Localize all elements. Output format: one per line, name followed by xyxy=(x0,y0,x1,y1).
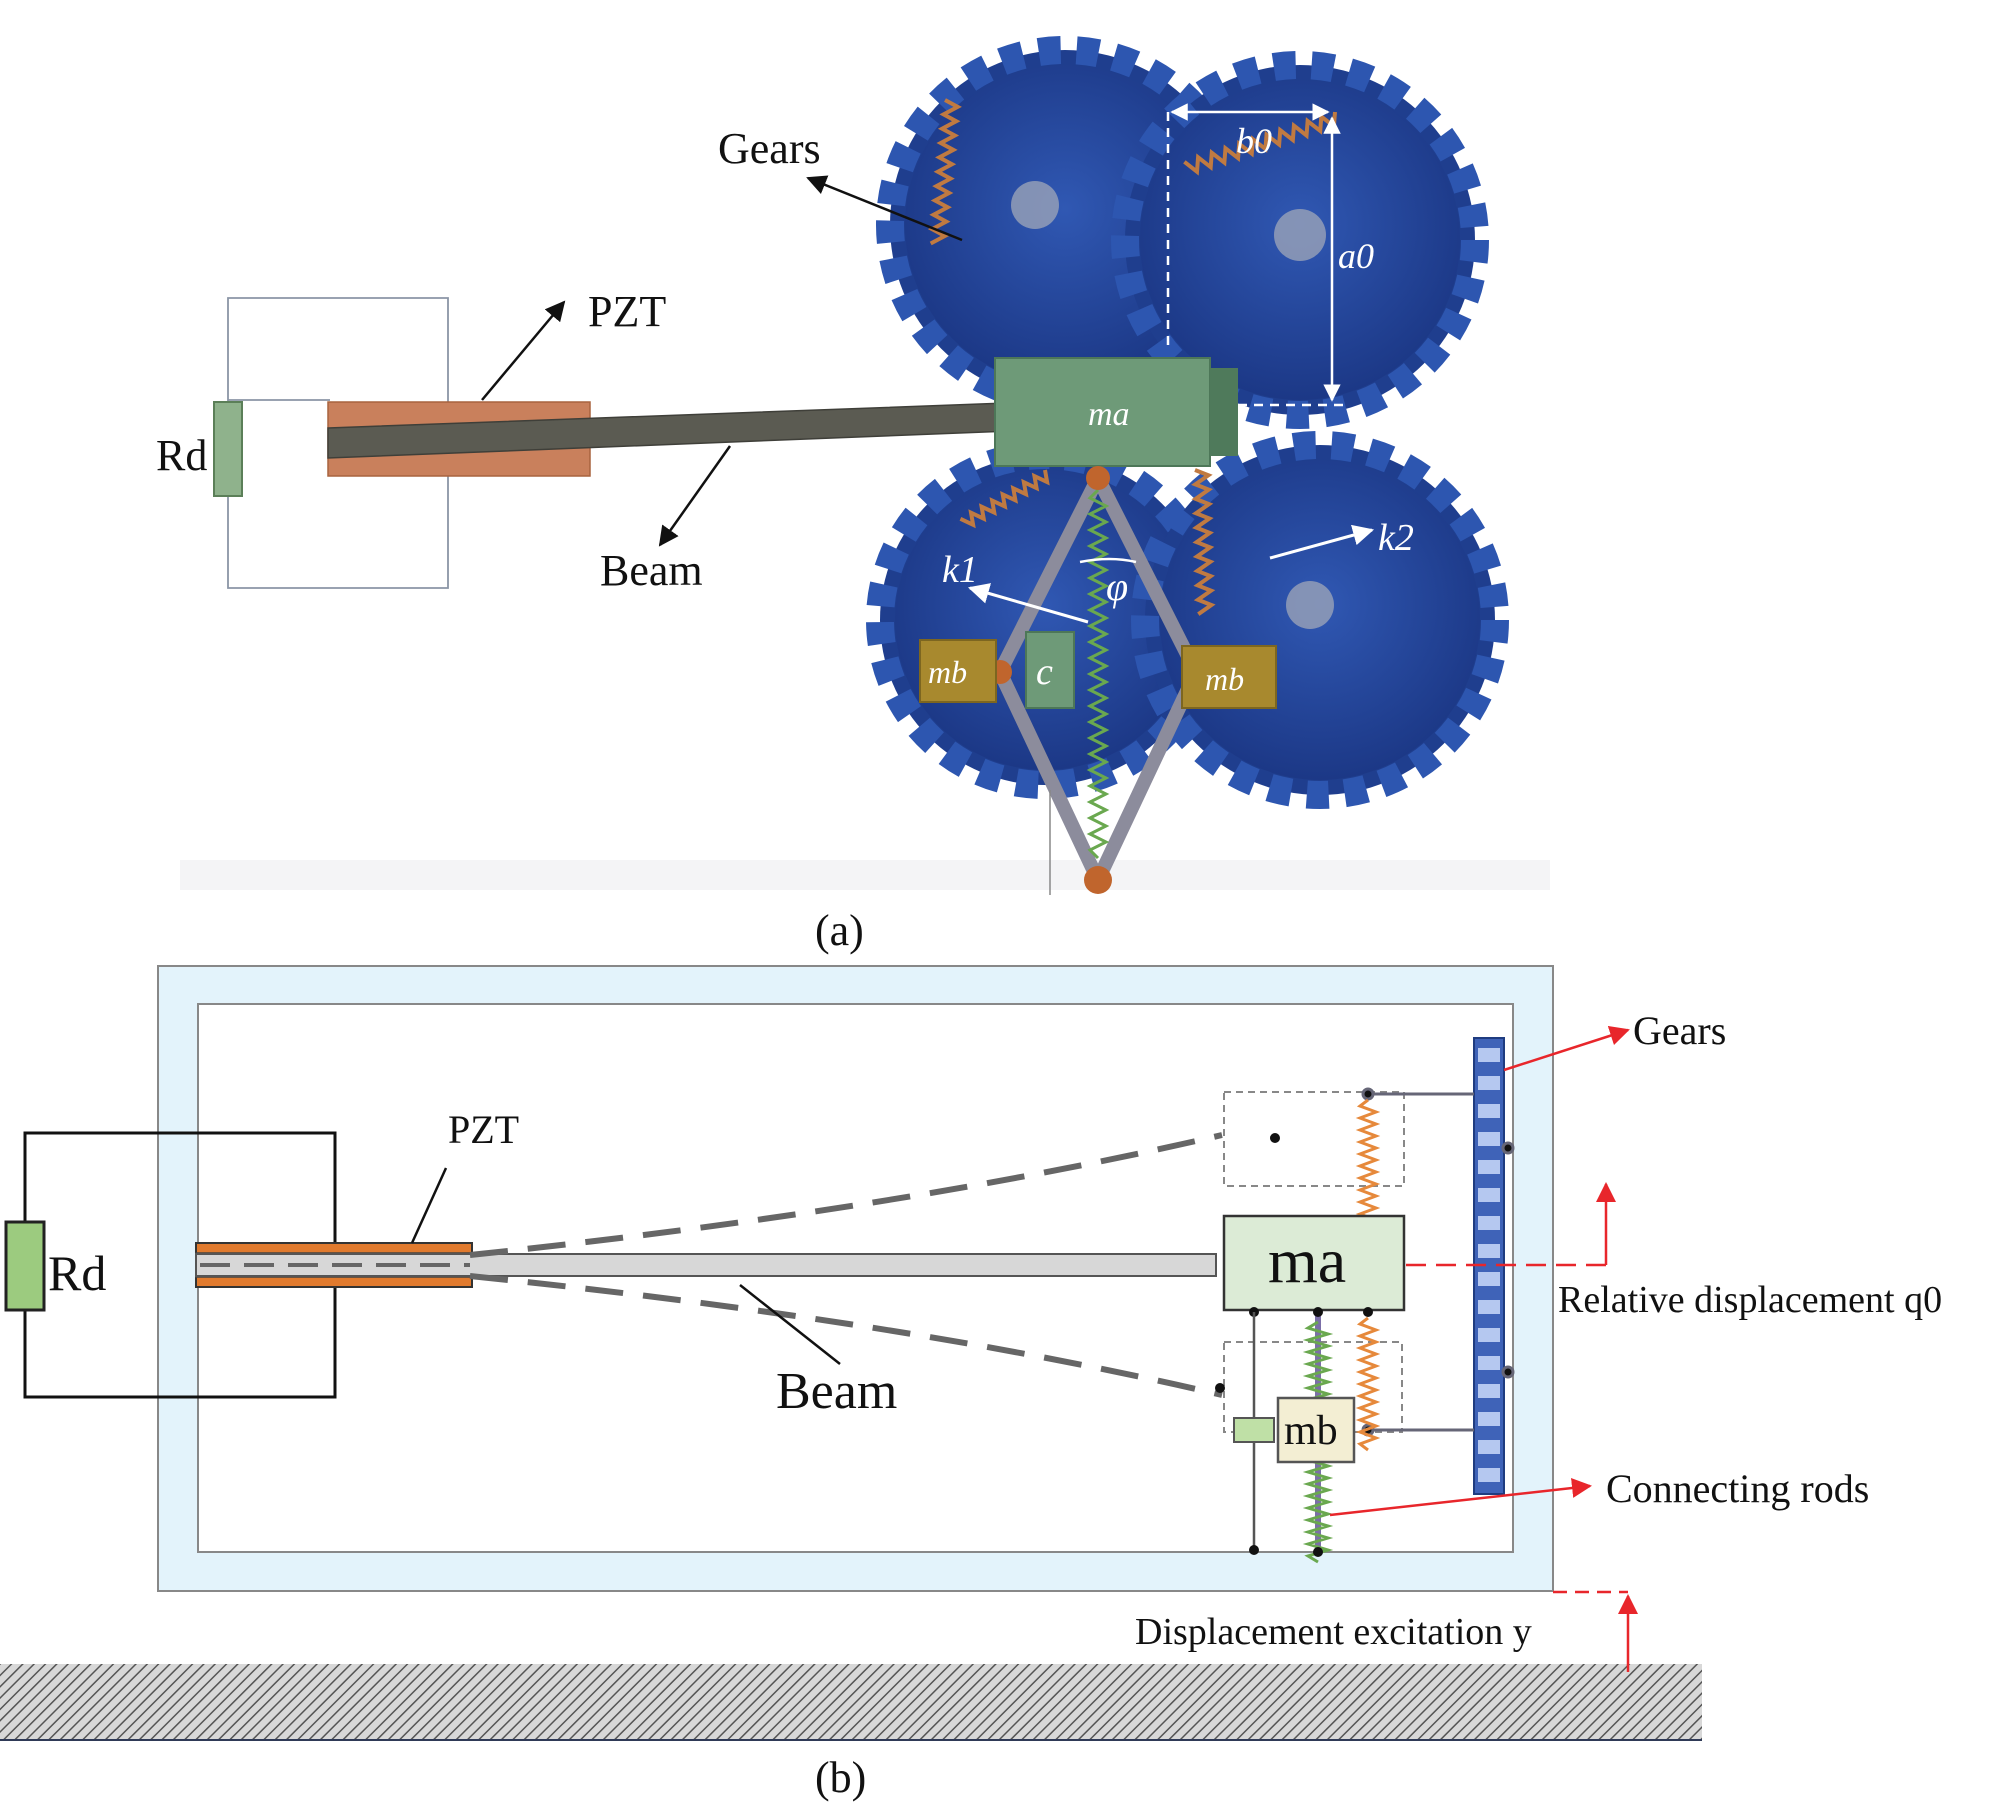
spring-lower-left xyxy=(959,469,1050,529)
beam-pointer-b xyxy=(739,1284,841,1365)
panel-b: Rd PZT Beam ma mb Gears Relative displac… xyxy=(0,965,1942,1802)
beam-assembly-a xyxy=(327,401,1036,477)
beam-b xyxy=(195,1253,1217,1277)
gears-pointer-b xyxy=(1503,1026,1630,1072)
mass-b-right-label: mb xyxy=(1205,661,1244,697)
relative-displacement-label: Relative displacement q0 xyxy=(1558,1279,1942,1321)
beam-deflection-lower xyxy=(469,1273,1223,1398)
spring-orange-upper xyxy=(1355,1098,1381,1234)
pzt-pointer-a xyxy=(481,300,566,401)
resistor-label-b: Rd xyxy=(48,1245,106,1301)
k1-label: k1 xyxy=(942,549,978,591)
dimension-lines xyxy=(1166,103,1345,407)
mass-b-box-b xyxy=(1276,1396,1356,1464)
panel-a: Gears PZT Rd Beam ma b0 a0 k2 k1 φ mb c … xyxy=(156,36,1550,955)
b0-label: b0 xyxy=(1236,121,1272,161)
mass-a-label-b: ma xyxy=(1268,1225,1346,1296)
mass-b-left-label: mb xyxy=(928,654,967,690)
displacement-excitation-label: Displacement excitation y xyxy=(1135,1611,1532,1653)
resistor-label-a: Rd xyxy=(156,431,207,480)
phi-arc xyxy=(1079,557,1137,564)
gears-label-a: Gears xyxy=(718,124,821,173)
spring-upper-right xyxy=(1183,111,1337,176)
mass-b-right-block xyxy=(1181,645,1277,709)
caption-a: (a) xyxy=(815,906,864,955)
circuit-a xyxy=(213,297,449,589)
a0-label: a0 xyxy=(1338,236,1374,276)
spring-orange-lower xyxy=(1355,1316,1381,1452)
damper-b xyxy=(1233,1312,1275,1555)
beam-label-a: Beam xyxy=(600,546,703,595)
connecting-rods-pointer-b xyxy=(1329,1478,1592,1517)
k1-pointer xyxy=(967,583,1089,624)
ghost-box-upper xyxy=(1223,1091,1405,1187)
pzt-label-a: PZT xyxy=(588,287,666,336)
springs-copper xyxy=(927,98,1337,616)
pzt-label-b: PZT xyxy=(448,1107,519,1152)
k2-label: k2 xyxy=(1378,517,1414,559)
k2-pointer xyxy=(1269,524,1375,560)
beam-deflection-upper xyxy=(469,1132,1223,1258)
spring-upper-left xyxy=(927,98,962,246)
mass-a-box-b xyxy=(1222,1214,1406,1312)
mass-a-label-a: ma xyxy=(1088,396,1130,433)
phi-label: φ xyxy=(1106,564,1128,609)
mass-b-label-b: mb xyxy=(1284,1408,1338,1454)
spring-lower-right xyxy=(1191,468,1216,616)
resistor-b xyxy=(4,1220,46,1312)
damper-label: c xyxy=(1036,651,1053,693)
floor-shadow xyxy=(180,860,1550,890)
mass-b-left-block xyxy=(919,639,997,703)
resistor-a xyxy=(213,401,243,497)
beam-pointer-a xyxy=(658,445,732,547)
ground-hatch xyxy=(0,1664,1702,1740)
connecting-rods-label: Connecting rods xyxy=(1606,1466,1869,1511)
caption-b: (b) xyxy=(815,1753,866,1802)
beam-label-b: Beam xyxy=(776,1363,897,1420)
gears-pointer-a xyxy=(806,175,963,242)
green-spring-a xyxy=(1086,488,1110,860)
gear-rack-b xyxy=(1473,1037,1505,1495)
damper-block xyxy=(1025,631,1075,709)
pzt-pointer-b xyxy=(410,1167,448,1244)
gears-label-b: Gears xyxy=(1633,1008,1726,1053)
mass-a-block xyxy=(994,357,1238,467)
